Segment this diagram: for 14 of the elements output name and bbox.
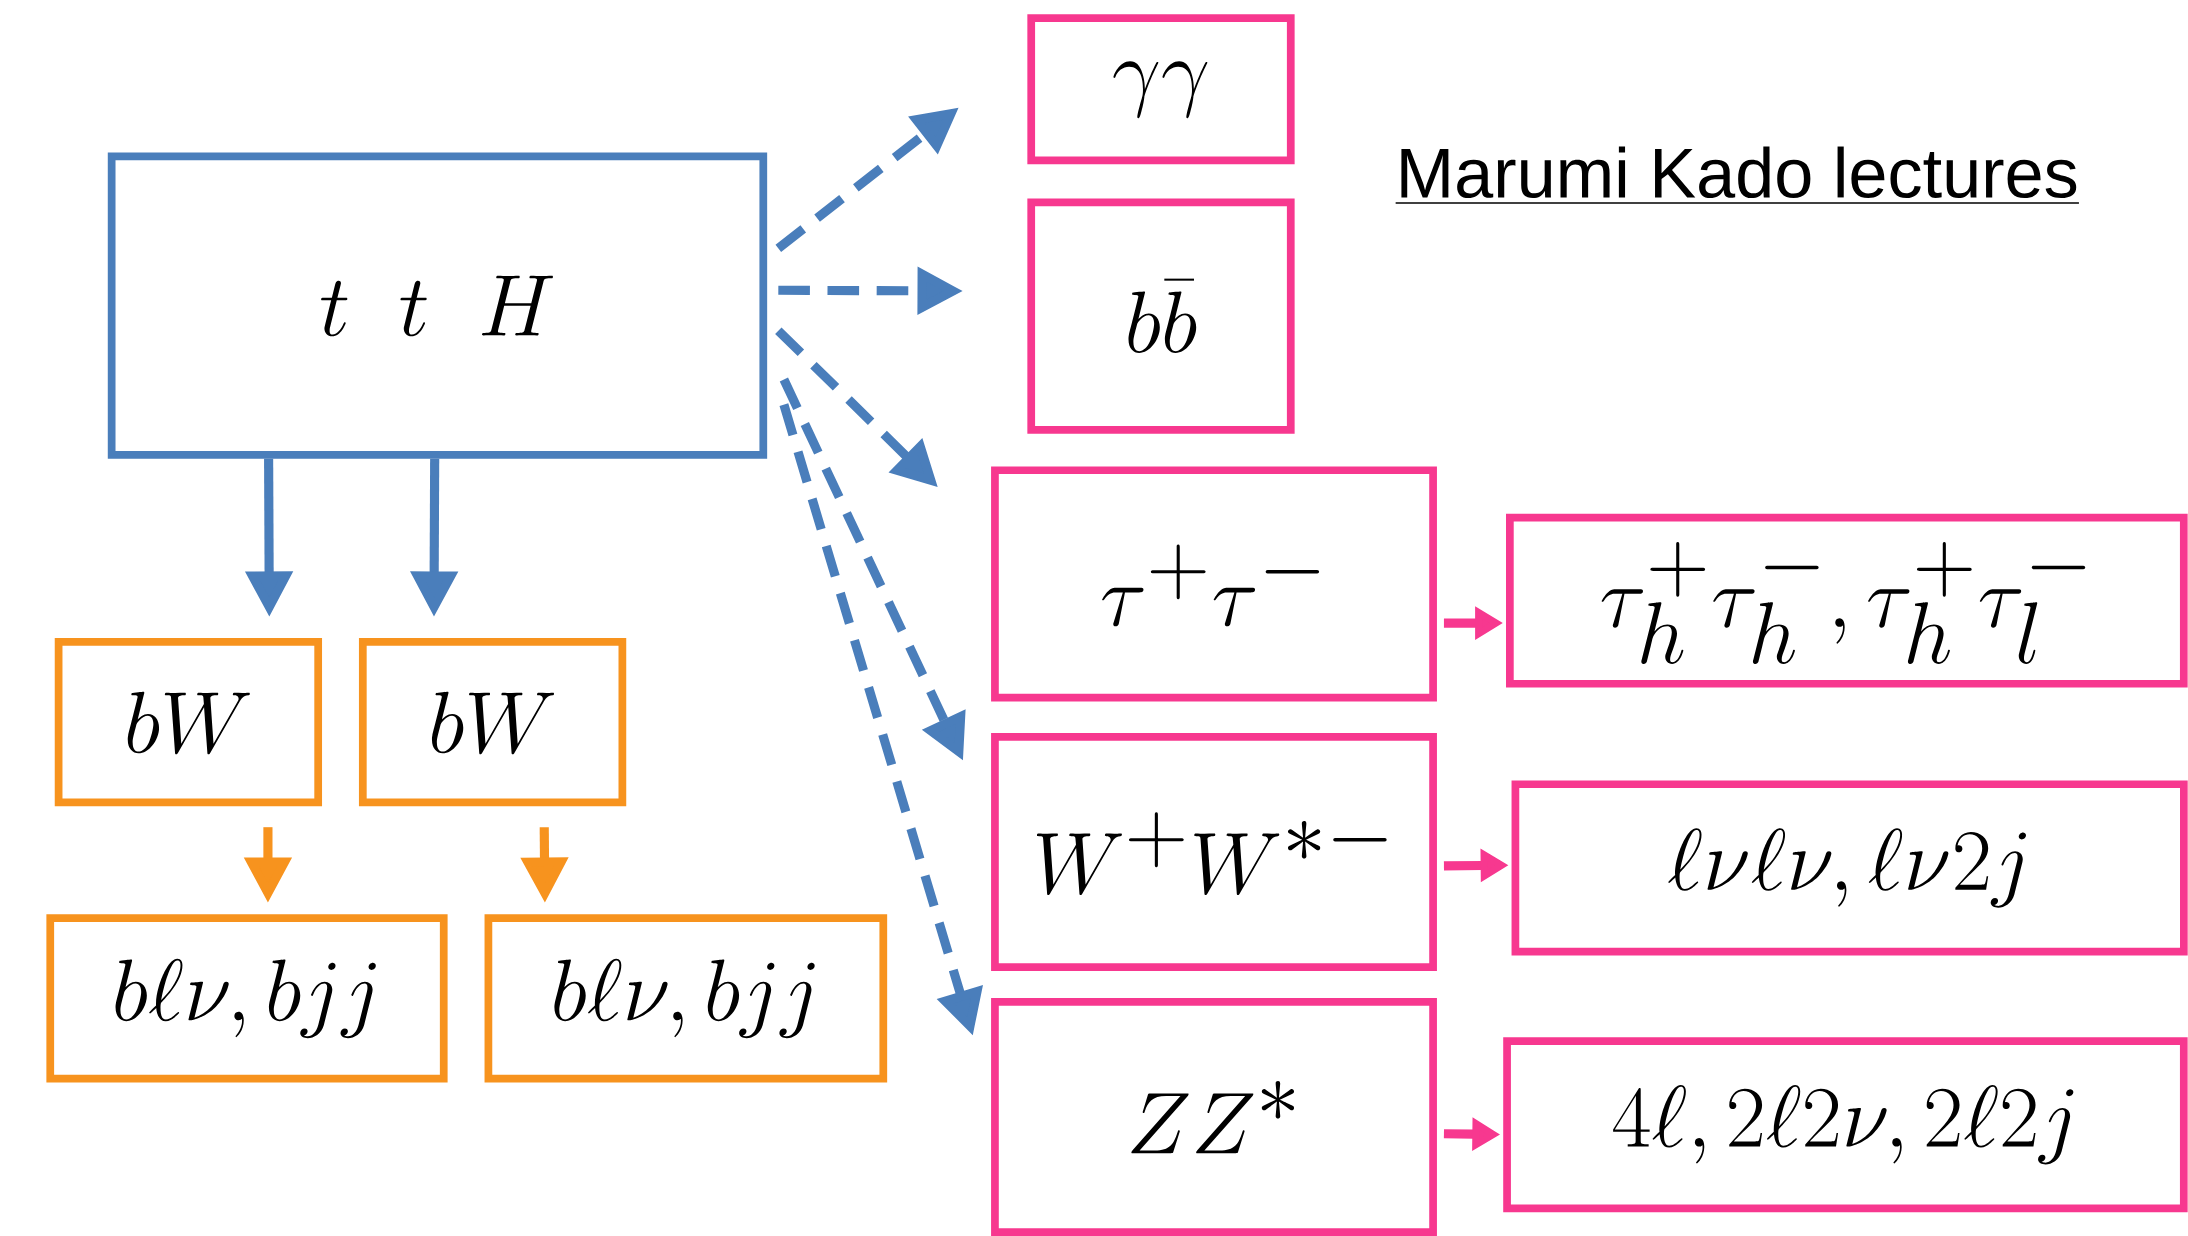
formula-box: $bW$ [54, 637, 323, 807]
formula-box: $\tau^+\tau^-$ [991, 466, 1437, 702]
formula-box: $b\bar{b}$ [1027, 198, 1295, 434]
formula-box: $W^+W^{*-}$ [991, 732, 1437, 971]
formula-box: $4\ell, 2\ell 2\nu, 2\ell 2j$ [1503, 1037, 2188, 1213]
formula-box: $\tau_h^+\tau_h^-, \tau_h^+\tau_l^-$ [1506, 513, 2188, 688]
formula-box: $bW$ [358, 637, 627, 807]
formula-box: $b\ell\nu, bjj$ [484, 914, 888, 1083]
formula-box: $\gamma\gamma$ [1027, 14, 1295, 165]
formula-box: $b\ell\nu, bjj$ [46, 914, 448, 1083]
formula-box: $t\;\;t\;\;H$ [107, 152, 768, 459]
formula-box: $\ell\nu\ell\nu, \ell\nu 2j$ [1511, 780, 2188, 956]
formula-box: $ZZ^*$ [991, 997, 1437, 1236]
credit-text: Marumi Kado lectures [1394, 146, 2080, 204]
